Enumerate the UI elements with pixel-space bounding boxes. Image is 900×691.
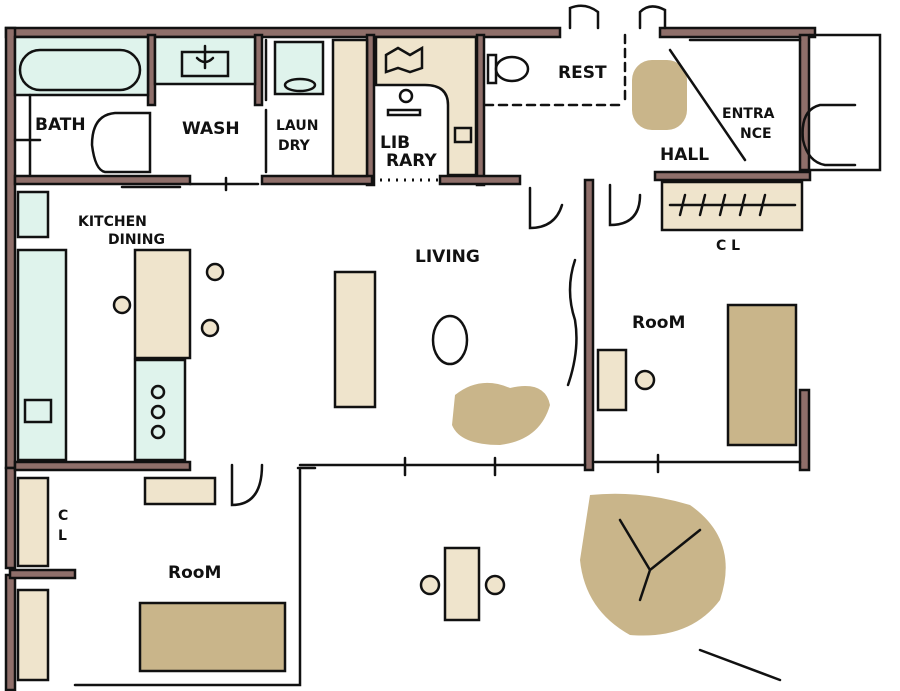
rest-label: REST [558, 63, 607, 83]
laundry-shelf [331, 38, 369, 178]
basket-icon [453, 126, 473, 144]
bathtub [18, 48, 142, 92]
lamp-icon [398, 88, 414, 104]
chair [200, 318, 220, 338]
tree-branches [618, 518, 782, 682]
chair [634, 369, 656, 391]
laundry-label-1: LAUN [276, 118, 318, 134]
stove-counter [133, 358, 187, 462]
rest-door [483, 33, 627, 107]
entrance-frame [808, 33, 882, 172]
bed-left [138, 601, 287, 673]
library-shelf [374, 35, 478, 177]
bath-door [13, 93, 42, 177]
burner-icon [150, 424, 166, 440]
entrance-step [668, 38, 802, 162]
faucet-icon [195, 44, 215, 70]
tree [580, 493, 726, 636]
wash-label: WASH [182, 119, 240, 139]
fridge [16, 190, 50, 239]
chair [484, 574, 506, 596]
library-label-1: LIB [380, 133, 410, 153]
closet-left [16, 476, 50, 568]
chair [419, 574, 441, 596]
toilet-icon [494, 55, 530, 83]
desk [386, 108, 422, 117]
burner-icon [150, 384, 166, 400]
desk-right [596, 348, 628, 412]
entrance-label-2: NCE [740, 126, 772, 142]
laundry-label-2: DRY [278, 138, 311, 154]
living-wall-south [298, 456, 587, 477]
room-right-wall [593, 453, 802, 474]
hangers [668, 193, 797, 217]
dresser [143, 476, 217, 506]
living-doors [528, 183, 642, 230]
kitchen-sink-icon [23, 398, 53, 424]
exterior-lamps [568, 4, 667, 30]
bath-door-swing [90, 111, 152, 174]
room-left-label: RooM [168, 563, 221, 583]
desk-left [16, 588, 50, 682]
room-right-label: RooM [632, 313, 685, 333]
library-label-2: RARY [386, 151, 437, 171]
closet-left-label-1: C [58, 508, 68, 524]
hall-label: HALL [660, 145, 709, 165]
garden-table [443, 546, 481, 622]
coffee-table [431, 314, 469, 366]
plant [632, 60, 687, 130]
open-book-icon [384, 45, 424, 74]
kitchen-label-1: KITCHEN [78, 214, 147, 230]
closet-right-label: C L [716, 238, 740, 254]
bath-area [13, 35, 150, 97]
machine-door-icon [283, 77, 317, 93]
plant [452, 382, 550, 445]
wash-door [120, 176, 260, 192]
curtain [566, 258, 578, 387]
chair [205, 262, 225, 282]
entrance-label-1: ENTRA [722, 106, 775, 122]
living-label: LIVING [415, 247, 480, 267]
chair [112, 295, 132, 315]
dining-table [133, 248, 192, 360]
room-left-walls [73, 463, 317, 687]
kitchen-counter [16, 248, 68, 462]
bed-right [726, 303, 798, 447]
kitchen-label-2: DINING [108, 232, 165, 248]
closet-left-label-2: L [58, 528, 67, 544]
bath-label: BATH [35, 115, 86, 135]
sofa [333, 270, 377, 409]
entrance-door [801, 103, 857, 167]
burner-icon [150, 404, 166, 420]
